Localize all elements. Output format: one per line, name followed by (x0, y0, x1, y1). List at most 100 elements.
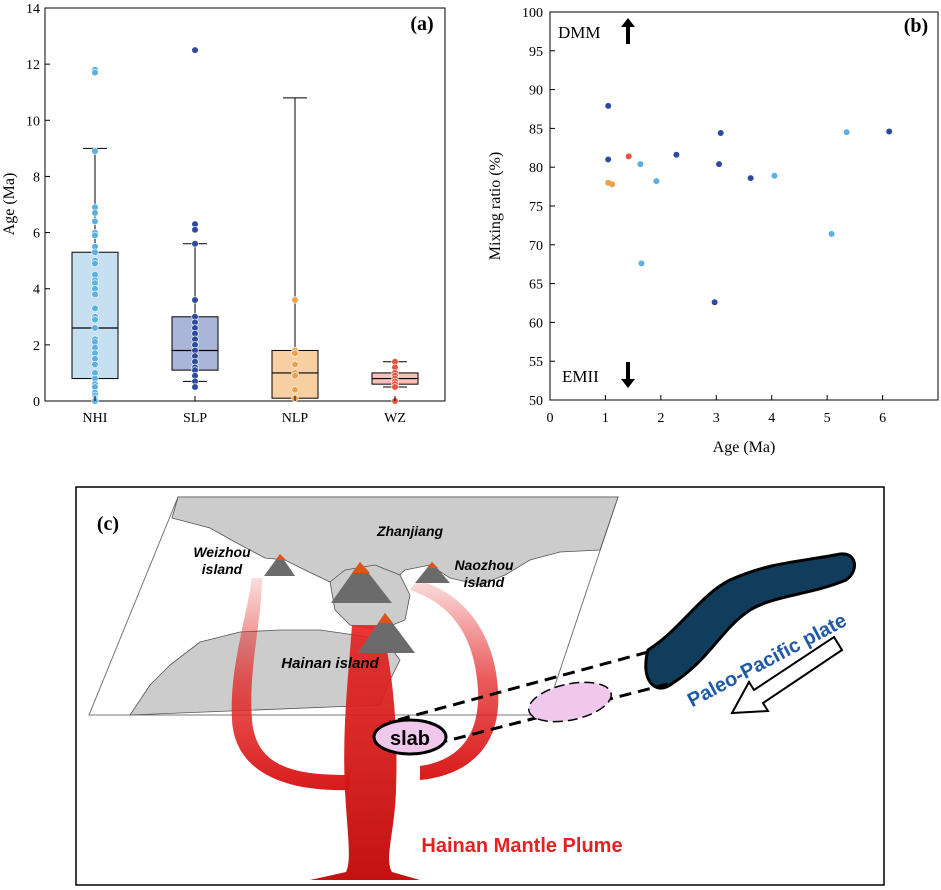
x-tick-label: 6 (879, 411, 886, 426)
plot-frame (44, 7, 446, 402)
scatter-point (771, 172, 778, 179)
y-tick-label: 60 (529, 316, 543, 331)
mantle-plume-schematic: (c) Weizhou island Zhanjiang Naozhou isl… (75, 486, 885, 886)
plume-right-arm (410, 580, 499, 780)
dmm-label: DMM (558, 23, 601, 42)
category-label: WZ (384, 411, 406, 426)
scatter-point (653, 178, 660, 185)
data-point (91, 209, 99, 217)
data-point (91, 147, 99, 155)
y-axis-label: Age (Ma) (1, 173, 18, 236)
y-tick-label: 95 (529, 45, 543, 60)
y-tick-label: 80 (529, 161, 543, 176)
data-point (291, 386, 299, 394)
y-tick-label: 4 (33, 283, 40, 298)
label-zhanjiang: Zhanjiang (376, 523, 444, 539)
paleo-pacific-plate (644, 552, 856, 690)
data-point (291, 349, 299, 357)
box-nlp (271, 97, 319, 402)
data-point (91, 304, 99, 312)
arrow-down-icon (621, 362, 635, 388)
label-weizhou-2: island (202, 561, 243, 577)
scatter-point (843, 129, 850, 136)
y-tick-label: 85 (529, 122, 543, 137)
y-tick-label: 50 (529, 394, 543, 409)
data-point (91, 217, 99, 225)
y-tick-label: 70 (529, 239, 543, 254)
data-point (91, 248, 99, 256)
data-point (191, 296, 199, 304)
plate-motion-arrow (730, 635, 844, 715)
data-point (191, 240, 199, 248)
y-tick-label: 55 (529, 355, 543, 370)
y-tick-label: 6 (33, 227, 40, 242)
data-point (291, 372, 299, 380)
y-tick-label: 0 (33, 395, 40, 410)
slab-label: slab (390, 728, 430, 750)
box-slp (171, 46, 219, 391)
y-tick-label: 10 (26, 114, 40, 129)
scatter-point (828, 230, 835, 237)
scatter-point (717, 130, 724, 137)
data-point (91, 290, 99, 298)
plume-stem (310, 625, 420, 880)
data-point (391, 383, 399, 391)
data-point (91, 360, 99, 369)
data-point (91, 315, 99, 324)
category-label: NHI (83, 411, 108, 426)
box-nhi (71, 66, 119, 405)
panel-label-b: (b) (904, 15, 928, 37)
y-tick-label: 65 (529, 278, 543, 293)
data-point (91, 259, 99, 268)
data-point (291, 360, 299, 369)
slab-marker (372, 718, 448, 756)
x-tick-label: 4 (768, 411, 775, 426)
panel-label-c: (c) (97, 513, 119, 535)
panel-label-a: (a) (410, 13, 433, 35)
data-point (91, 231, 99, 239)
scatter-point (605, 102, 612, 109)
data-point (91, 68, 99, 77)
scatter-point (637, 161, 644, 168)
data-point (291, 296, 299, 304)
scatter-point (673, 151, 680, 158)
x-tick-label: 3 (713, 411, 720, 426)
x-tick-label: 5 (824, 411, 831, 426)
data-point (191, 46, 199, 54)
data-point (191, 226, 199, 234)
scatter-point (711, 299, 718, 306)
plot-frame (549, 11, 939, 401)
emii-annotation: EMII (562, 362, 635, 388)
boxes (71, 46, 419, 405)
x-tick-label: 0 (547, 411, 554, 426)
scatter-point (716, 161, 723, 168)
label-hainan: Hainan island (281, 655, 379, 672)
plume-label: Hainan Mantle Plume (421, 835, 622, 857)
x-tick-label: 2 (657, 411, 664, 426)
dmm-annotation: DMM (558, 18, 635, 44)
y-tick-label: 75 (529, 200, 543, 215)
scatter-point (638, 260, 645, 267)
label-naozhou-1: Naozhou (454, 557, 514, 573)
data-points (605, 102, 893, 306)
volcano-hainan (358, 613, 415, 653)
box-wz (371, 358, 419, 405)
slab-fragment (527, 681, 613, 723)
volcano-naozhou (415, 562, 450, 583)
label-naozhou-2: island (464, 574, 505, 590)
scatter-point (747, 175, 754, 182)
label-weizhou-1: Weizhou (193, 544, 251, 560)
y-tick-label: 2 (33, 339, 40, 354)
category-label: SLP (183, 411, 207, 426)
volcano-weizhou (264, 554, 295, 576)
scatter-point (625, 153, 632, 160)
arrow-up-icon (621, 18, 635, 44)
y-axis-label: Mixing ratio (%) (487, 152, 504, 260)
y-tick-label: 14 (26, 2, 40, 17)
y-tick-label: 100 (522, 6, 543, 21)
